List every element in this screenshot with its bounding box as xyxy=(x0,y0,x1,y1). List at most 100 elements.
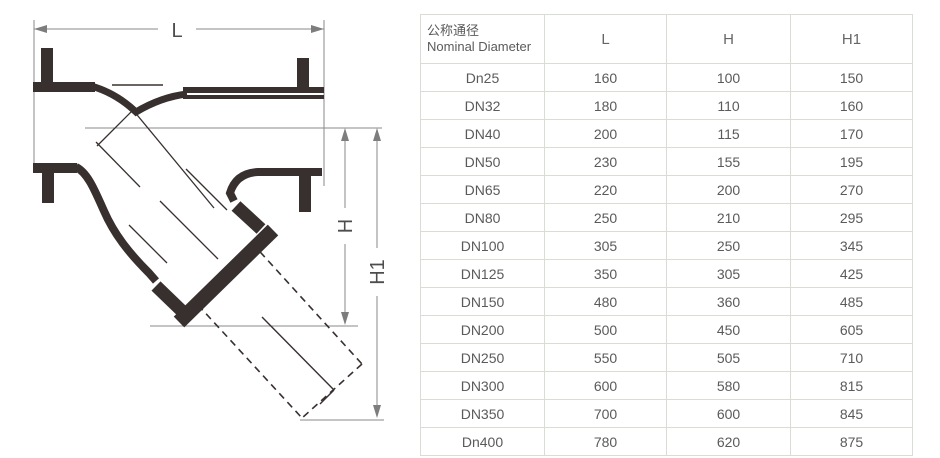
header-nominal-diameter: 公称通径 Nominal Diameter xyxy=(420,14,545,64)
arrow-H1-up-icon xyxy=(373,128,381,141)
table-row: DN40 200 115 170 xyxy=(420,119,913,148)
header-H1: H1 xyxy=(790,14,913,64)
y-strainer-diagram: L H H1 xyxy=(0,0,420,458)
dn-cell: DN50 xyxy=(420,147,545,176)
dimension-table-wrap: 公称通径 Nominal Diameter L H H1 Dn25 160 10… xyxy=(420,14,913,456)
h-cell: 620 xyxy=(666,427,791,456)
dimension-H1-label: H1 xyxy=(367,259,389,285)
h-cell: 505 xyxy=(666,343,791,372)
h-cell: 200 xyxy=(666,175,791,204)
label-mask xyxy=(333,208,357,244)
table-row: DN300 600 580 815 xyxy=(420,371,913,400)
table-row: Dn25 160 100 150 xyxy=(420,63,913,92)
dn-cell: Dn25 xyxy=(420,63,545,92)
dimension-table: 公称通径 Nominal Diameter L H H1 Dn25 160 10… xyxy=(420,14,913,456)
l-cell: 180 xyxy=(544,91,667,120)
right-pipe-wall-inner xyxy=(183,95,324,99)
arrow-H-up-icon xyxy=(341,128,349,141)
h1-cell: 160 xyxy=(790,91,913,120)
h-cell: 250 xyxy=(666,231,791,260)
h1-cell: 195 xyxy=(790,147,913,176)
l-cell: 500 xyxy=(544,315,667,344)
table-row: DN50 230 155 195 xyxy=(420,147,913,176)
basket-edge-line xyxy=(319,389,335,405)
l-cell: 200 xyxy=(544,119,667,148)
h1-cell: 270 xyxy=(790,175,913,204)
l-cell: 350 xyxy=(544,259,667,288)
dn-cell: DN200 xyxy=(420,315,545,344)
hatch-line xyxy=(96,109,134,147)
branch-flange-face xyxy=(173,224,279,328)
dn-cell: Dn400 xyxy=(420,427,545,456)
l-cell: 700 xyxy=(544,399,667,428)
h-cell: 580 xyxy=(666,371,791,400)
valve-body xyxy=(33,48,324,328)
h-cell: 115 xyxy=(666,119,791,148)
right-lower-flange-tab xyxy=(299,176,311,212)
h1-cell: 485 xyxy=(790,287,913,316)
right-pipe-wall-outer xyxy=(183,87,324,93)
h-cell: 210 xyxy=(666,203,791,232)
dn-cell: DN300 xyxy=(420,371,545,400)
dashed-edge xyxy=(251,242,363,365)
h1-cell: 425 xyxy=(790,259,913,288)
l-cell: 600 xyxy=(544,371,667,400)
hatch-line xyxy=(159,200,219,260)
strainer-screen-hatch xyxy=(95,109,228,264)
l-cell: 250 xyxy=(544,203,667,232)
l-cell: 305 xyxy=(544,231,667,260)
arrow-right-icon xyxy=(311,25,324,33)
basket-solid-edge xyxy=(261,316,335,405)
l-cell: 480 xyxy=(544,287,667,316)
left-upper-flange xyxy=(33,82,95,92)
dimension-H-label: H xyxy=(335,219,357,233)
hatch-line xyxy=(128,224,168,264)
hatch-line xyxy=(95,141,141,188)
table-row: DN65 220 200 270 xyxy=(420,175,913,204)
right-lower-outline xyxy=(225,168,322,203)
table-row: DN32 180 110 160 xyxy=(420,91,913,120)
hatch-line xyxy=(132,109,215,209)
left-upper-flange-tab xyxy=(41,48,53,84)
label-mask xyxy=(365,248,389,296)
table-row: DN125 350 305 425 xyxy=(420,259,913,288)
dn-cell: DN32 xyxy=(420,91,545,120)
dimension-table-body: Dn25 160 100 150 DN32 180 110 160 DN40 2… xyxy=(420,63,913,456)
table-row: DN250 550 505 710 xyxy=(420,343,913,372)
table-row: DN80 250 210 295 xyxy=(420,203,913,232)
dn-cell: DN65 xyxy=(420,175,545,204)
h1-cell: 170 xyxy=(790,119,913,148)
right-upper-flange-tab xyxy=(297,58,309,92)
dn-cell: DN250 xyxy=(420,343,545,372)
header-nominal-zh: 公称通径 xyxy=(427,22,480,38)
h1-cell: 875 xyxy=(790,427,913,456)
header-nominal-en: Nominal Diameter xyxy=(427,39,532,54)
body-top-outline xyxy=(90,82,188,117)
arrow-H1-down-icon xyxy=(373,405,381,418)
h-cell: 100 xyxy=(666,63,791,92)
l-cell: 230 xyxy=(544,147,667,176)
h1-cell: 815 xyxy=(790,371,913,400)
branch-flange-near-right xyxy=(231,201,266,234)
l-cell: 780 xyxy=(544,427,667,456)
dimension-L-label: L xyxy=(171,20,182,42)
header-H: H xyxy=(666,14,791,64)
h-cell: 600 xyxy=(666,399,791,428)
h-cell: 450 xyxy=(666,315,791,344)
label-mask xyxy=(158,14,196,42)
h-cell: 110 xyxy=(666,91,791,120)
dimension-lines xyxy=(33,20,384,421)
header-L: L xyxy=(544,14,667,64)
table-row: Dn400 780 620 875 xyxy=(420,427,913,456)
dn-cell: DN100 xyxy=(420,231,545,260)
h1-cell: 845 xyxy=(790,399,913,428)
basket-dashed-outline xyxy=(197,242,363,419)
dn-cell: DN125 xyxy=(420,259,545,288)
h1-cell: 150 xyxy=(790,63,913,92)
l-cell: 220 xyxy=(544,175,667,204)
h-cell: 360 xyxy=(666,287,791,316)
table-row: DN100 305 250 345 xyxy=(420,231,913,260)
left-lower-flange xyxy=(33,163,77,173)
bowl-outline xyxy=(73,163,160,284)
left-lower-flange-tab xyxy=(42,173,54,203)
